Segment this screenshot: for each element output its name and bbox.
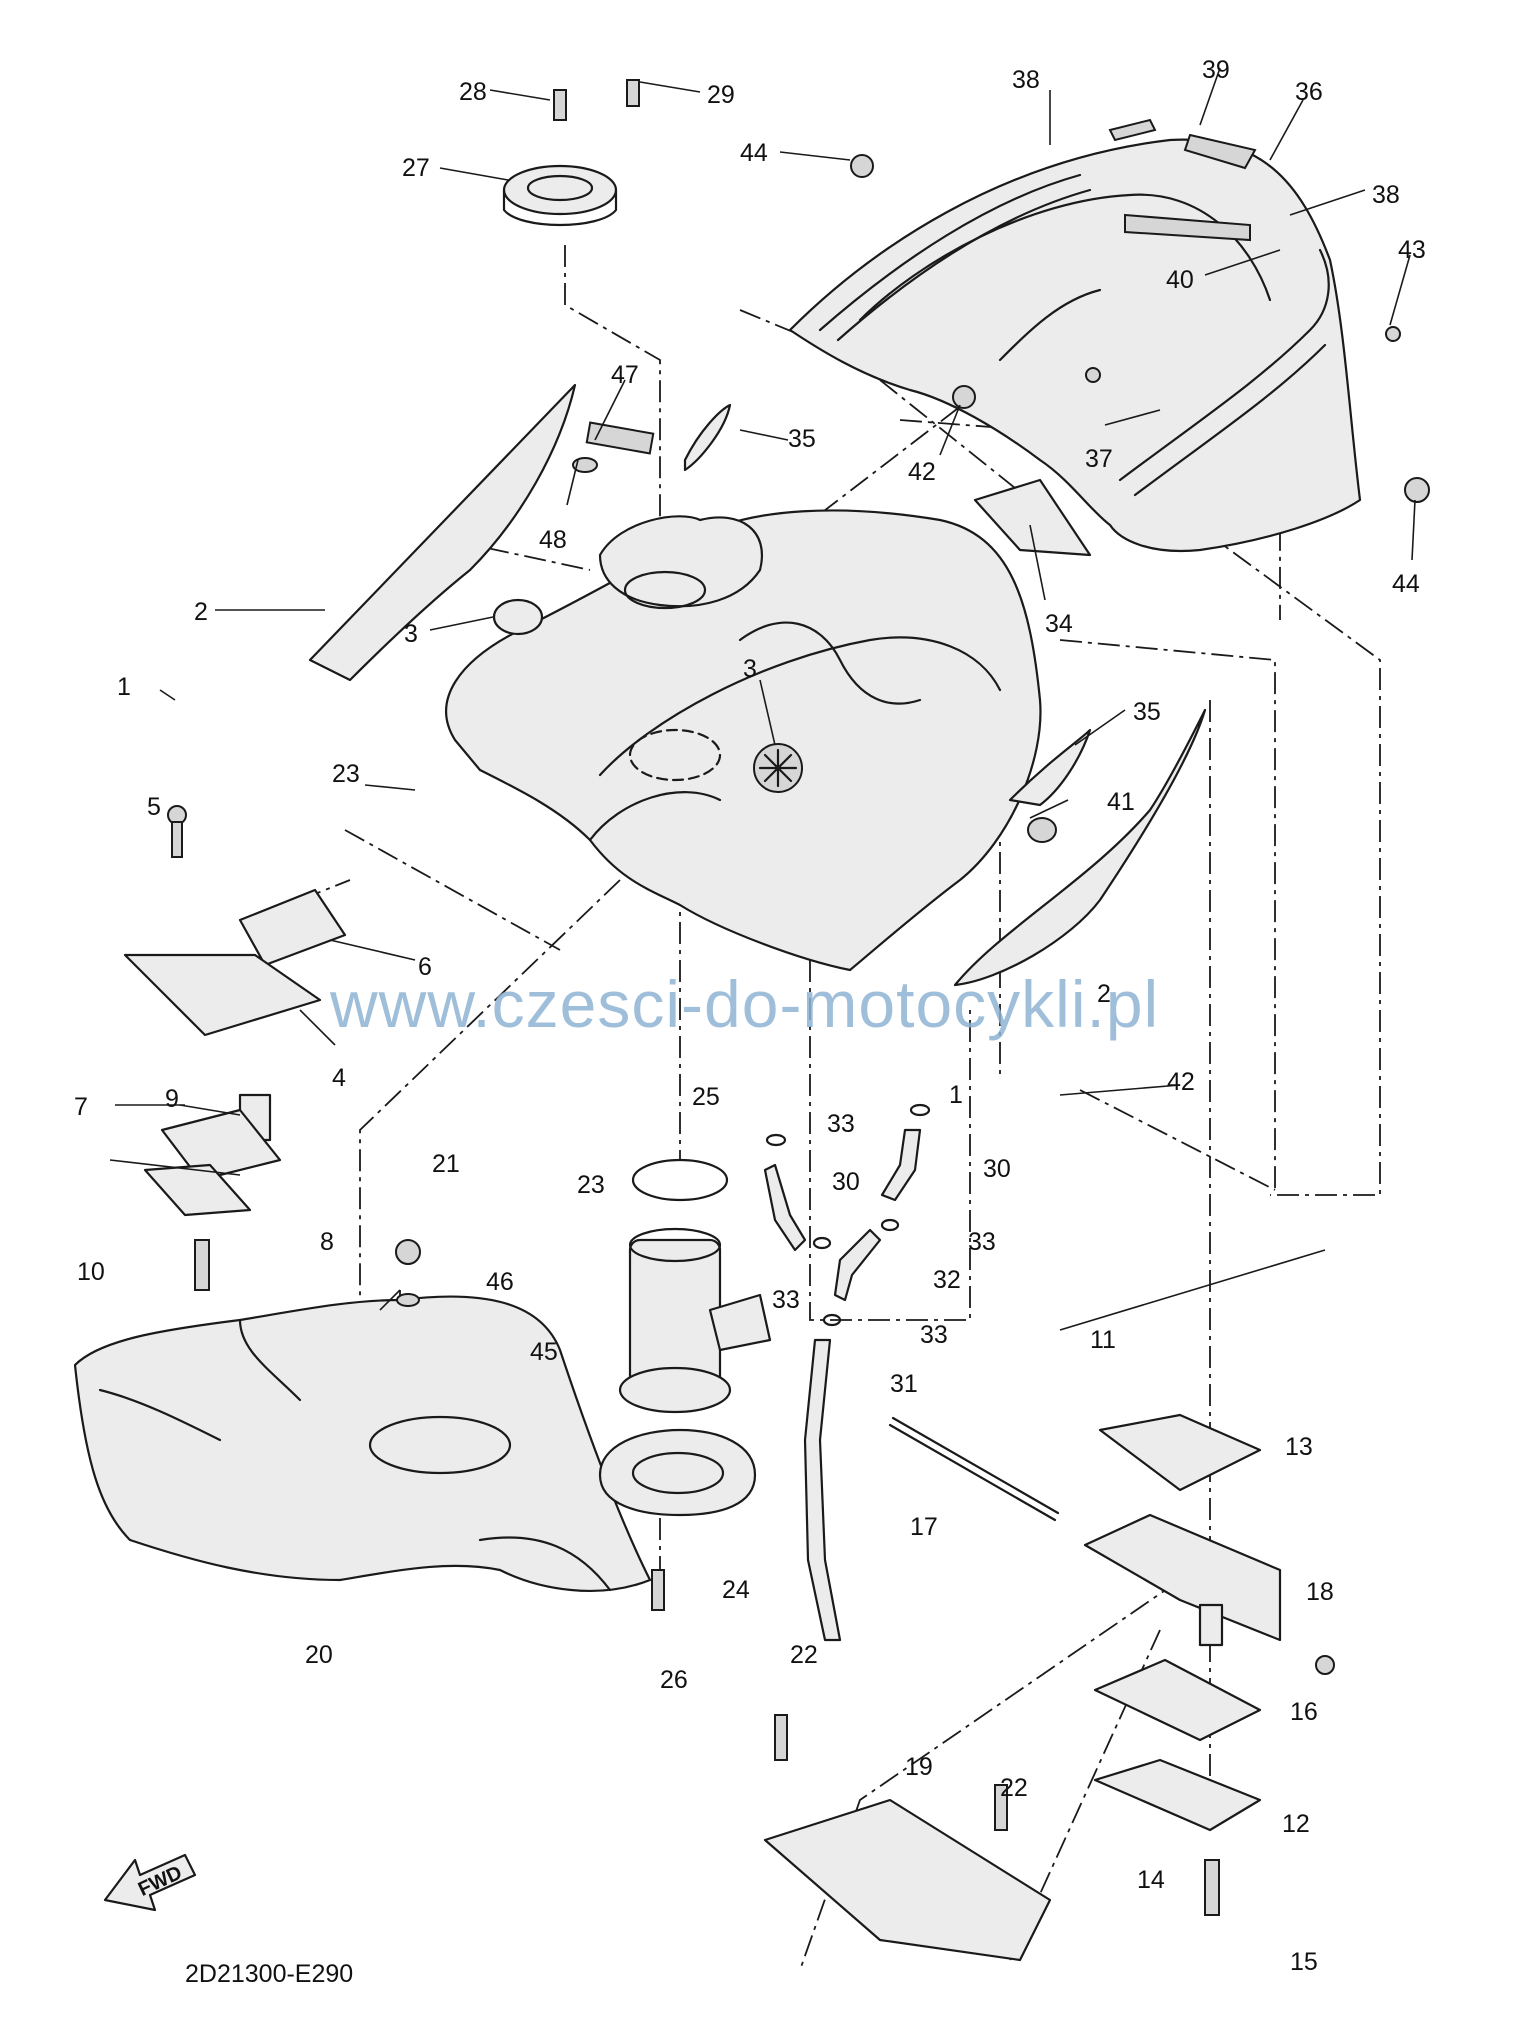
callout-23: 23	[332, 760, 360, 788]
callout-3: 3	[404, 620, 418, 648]
right-side-panel	[953, 708, 1207, 987]
fuel-pump	[598, 1158, 772, 1611]
callout-30b: 30	[983, 1155, 1011, 1183]
callout-20: 20	[305, 1641, 333, 1669]
callout-27: 27	[402, 154, 430, 182]
callout-44: 44	[740, 139, 768, 167]
callout-11: 11	[1090, 1326, 1116, 1354]
callout-4: 4	[332, 1064, 346, 1092]
callout-38b: 38	[1372, 181, 1400, 209]
callout-22: 22	[790, 1641, 818, 1669]
washer-46	[396, 1293, 420, 1307]
callout-10: 10	[77, 1258, 105, 1286]
decal-35-top	[683, 403, 732, 472]
callout-8: 8	[320, 1228, 334, 1256]
left-side-panel	[308, 383, 577, 682]
fuel-tank-cover	[445, 509, 1042, 972]
callout-47: 47	[611, 361, 639, 389]
callout-22b: 22	[1000, 1774, 1028, 1802]
callout-43: 43	[1398, 236, 1426, 264]
callout-46: 46	[486, 1268, 514, 1296]
callout-labels: 28 29 27 38 39 36 44 38 43 40 47 35 42 3…	[74, 56, 1426, 1976]
callout-33: 33	[827, 1110, 855, 1138]
decal-34	[973, 478, 1092, 557]
callout-23b: 23	[577, 1171, 605, 1199]
callout-35b: 35	[1133, 698, 1161, 726]
callout-2: 2	[194, 598, 208, 626]
callout-25: 25	[692, 1083, 720, 1111]
left-brackets	[123, 805, 347, 1291]
callout-9: 9	[165, 1085, 179, 1113]
callout-34: 34	[1045, 610, 1073, 638]
callout-33d: 33	[920, 1321, 948, 1349]
callout-19: 19	[905, 1753, 933, 1781]
callout-28: 28	[459, 78, 487, 106]
callout-13: 13	[1285, 1433, 1313, 1461]
callout-18: 18	[1306, 1578, 1334, 1606]
callout-29: 29	[707, 81, 735, 109]
callout-33c: 33	[772, 1286, 800, 1314]
callout-42b: 42	[1167, 1068, 1195, 1096]
rear-bracket-assembly	[763, 1413, 1335, 1962]
callout-35: 35	[788, 425, 816, 453]
callout-1: 1	[117, 673, 131, 701]
fwd-arrow-icon: FWD	[103, 1853, 197, 1912]
callout-24: 24	[722, 1576, 750, 1604]
callout-15: 15	[1290, 1948, 1318, 1976]
callout-21: 21	[432, 1150, 460, 1178]
callout-30: 30	[832, 1168, 860, 1196]
callout-2b: 2	[1097, 980, 1111, 1008]
callout-36: 36	[1295, 78, 1323, 106]
leader-lines	[109, 67, 1416, 1331]
callout-7: 7	[74, 1093, 88, 1121]
fuel-hoses	[763, 1103, 931, 1642]
fuel-cap	[502, 79, 640, 227]
callout-45: 45	[530, 1338, 558, 1366]
callout-42: 42	[908, 458, 936, 486]
seat-cowl	[788, 118, 1430, 552]
callout-32: 32	[933, 1266, 961, 1294]
callout-14: 14	[1137, 1866, 1165, 1894]
callout-12: 12	[1282, 1810, 1310, 1838]
callout-40: 40	[1166, 266, 1194, 294]
tank-top	[572, 421, 763, 610]
diagram-code: 2D21300-E290	[185, 1960, 353, 1988]
callout-37: 37	[1085, 445, 1113, 473]
callout-41: 41	[1107, 788, 1135, 816]
grommet-21	[395, 1239, 421, 1265]
callout-26: 26	[660, 1666, 688, 1694]
callout-3b: 3	[743, 655, 757, 683]
callout-17: 17	[910, 1513, 938, 1541]
callout-44b: 44	[1392, 570, 1420, 598]
callout-48: 48	[539, 526, 567, 554]
callout-6: 6	[418, 953, 432, 981]
callout-39: 39	[1202, 56, 1230, 84]
watermark: www.czesci-do-motocykli.pl	[329, 967, 1159, 1041]
callout-1b: 1	[949, 1081, 963, 1109]
callout-33b: 33	[968, 1228, 996, 1256]
callout-16: 16	[1290, 1698, 1318, 1726]
callout-31: 31	[890, 1370, 918, 1398]
fuel-tank-lower	[73, 1295, 652, 1593]
callout-38: 38	[1012, 66, 1040, 94]
callout-5: 5	[147, 793, 161, 821]
